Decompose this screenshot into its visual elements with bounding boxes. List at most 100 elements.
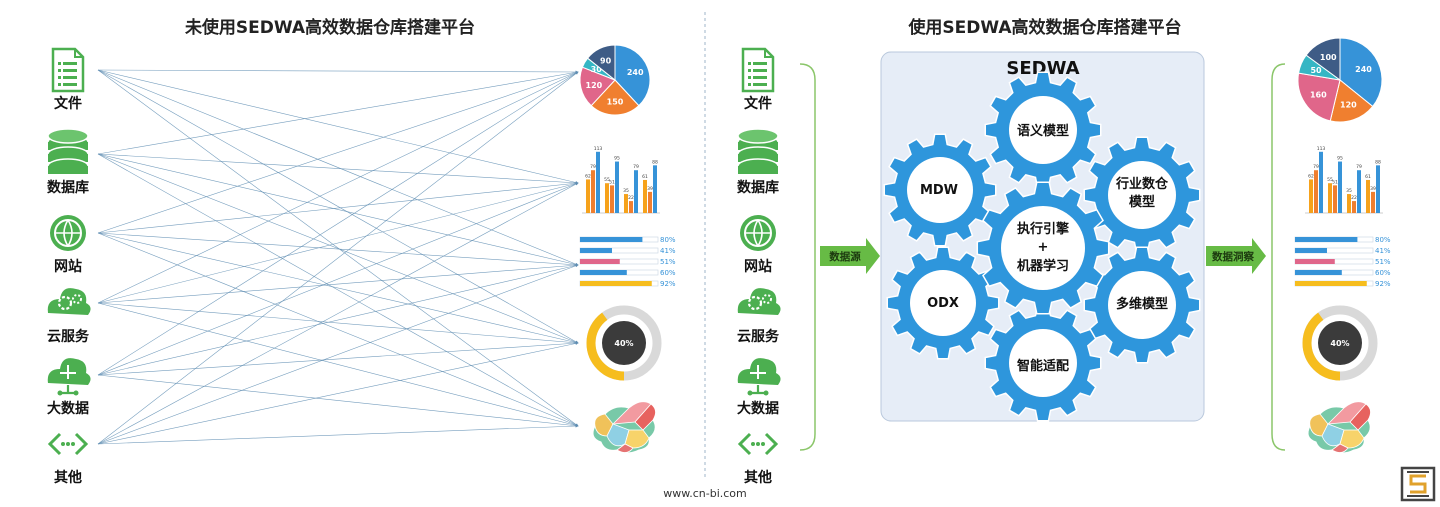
pie-slice-0 xyxy=(614,44,651,107)
bar-label-1-1: 51 xyxy=(1332,179,1338,185)
bar-1-1 xyxy=(610,185,614,213)
connection-line-2 xyxy=(97,69,579,266)
bar-1-1 xyxy=(1333,185,1337,213)
bar-0-2 xyxy=(596,151,600,213)
connection-line-25 xyxy=(97,71,579,445)
other-icon xyxy=(737,432,779,456)
right-source-label-4: 大数据 xyxy=(737,400,779,417)
progress-label-2: 51% xyxy=(660,258,676,266)
gear-industry-label-line2: 模型 xyxy=(1129,194,1155,210)
connection-line-13 xyxy=(97,232,579,344)
left-donut-chart: 40% xyxy=(586,305,662,381)
bar-3-0 xyxy=(643,179,647,213)
brand-logo xyxy=(1400,466,1436,502)
progress-label-2: 51% xyxy=(1375,258,1391,266)
right-source-label-3: 云服务 xyxy=(737,328,780,345)
right-source-label-5: 其他 xyxy=(744,469,772,486)
pie-slice-label-2: 120 xyxy=(585,81,602,90)
big-data-icon xyxy=(737,358,781,396)
bar-label-0-2: 113 xyxy=(594,146,603,152)
left-source-label-0: 文件 xyxy=(54,95,82,112)
progress-fill-1 xyxy=(1295,248,1327,253)
pie-slice-label-2: 160 xyxy=(1310,90,1327,99)
gear-multi xyxy=(1083,246,1201,364)
data-source-arrow: 数据源 xyxy=(820,238,880,274)
bar-label-2-1: 22 xyxy=(1351,195,1357,201)
bar-0-1 xyxy=(591,170,595,213)
left-source-label-3: 云服务 xyxy=(47,328,90,345)
connection-line-28 xyxy=(97,342,579,445)
gear-center-label-line3: 机器学习 xyxy=(1017,258,1069,274)
bar-label-2-2: 79 xyxy=(1356,164,1362,170)
bar-label-1-0: 55 xyxy=(604,177,610,183)
gear-multi-label: 多维模型 xyxy=(1116,296,1168,312)
donut-arc xyxy=(586,305,662,381)
connection-line-7 xyxy=(97,153,579,266)
bar-2-2 xyxy=(1357,170,1361,213)
connection-line-9 xyxy=(97,153,579,427)
map-region-5 xyxy=(616,443,634,453)
bar-label-2-0: 35 xyxy=(623,188,629,194)
pie-slice-1 xyxy=(1329,79,1374,123)
bar-label-2-2: 79 xyxy=(633,164,639,170)
connection-line-24 xyxy=(97,374,579,428)
gear-center-label-line2: + xyxy=(1038,240,1049,255)
big-data-icon xyxy=(47,358,91,396)
left-source-label-1: 数据库 xyxy=(47,179,89,196)
pie-slice-label-0: 240 xyxy=(627,68,644,77)
pie-slice-label-4: 100 xyxy=(1320,53,1337,62)
progress-fill-0 xyxy=(580,237,643,242)
bar-0-2 xyxy=(1319,151,1323,213)
bar-0-1 xyxy=(1314,170,1318,213)
bar-3-1 xyxy=(1371,191,1375,213)
right-donut-chart: 40% xyxy=(1302,305,1378,381)
connection-line-10 xyxy=(97,71,579,234)
progress-label-0: 80% xyxy=(1375,236,1391,244)
bar-label-0-0: 62 xyxy=(1308,173,1314,179)
pie-slice-label-1: 150 xyxy=(607,98,624,107)
pie-slice-2 xyxy=(1297,72,1341,122)
map-region-2 xyxy=(1349,403,1371,431)
connection-line-20 xyxy=(97,71,579,376)
connection-line-18 xyxy=(97,302,579,345)
left-donut-label: 40% xyxy=(614,339,633,348)
progress-fill-4 xyxy=(580,281,652,286)
connection-line-4 xyxy=(97,69,579,427)
connection-line-23 xyxy=(97,341,579,376)
bar-3-1 xyxy=(648,191,652,213)
gear-odx-label: ODX xyxy=(927,296,959,311)
source-bracket xyxy=(799,63,816,451)
connection-line-11 xyxy=(97,181,579,234)
data-insight-arrow: 数据洞察 xyxy=(1206,238,1266,274)
bar-label-3-0: 61 xyxy=(1365,174,1371,180)
bar-3-2 xyxy=(653,165,657,213)
left-progress-list: 80%41%51%60%92% xyxy=(579,236,676,288)
connection-line-6 xyxy=(97,153,579,185)
bar-2-1 xyxy=(1352,201,1356,213)
bar-label-0-1: 79 xyxy=(590,164,596,170)
bar-label-0-0: 62 xyxy=(585,173,591,179)
connection-line-8 xyxy=(97,153,579,344)
bar-label-3-1: 39 xyxy=(1370,186,1376,192)
pie-slice-4 xyxy=(1305,37,1341,81)
right-source-label-2: 网站 xyxy=(744,258,772,275)
document-icon xyxy=(51,47,85,93)
website-icon xyxy=(50,215,86,251)
right-progress-list: 80%41%51%60%92% xyxy=(1294,236,1391,288)
gear-center xyxy=(976,181,1110,315)
connection-line-22 xyxy=(97,264,579,376)
right-panel-title: 使用SEDWA高效数据仓库搭建平台 xyxy=(907,17,1181,38)
database-icon xyxy=(737,128,779,174)
left-source-label-4: 大数据 xyxy=(47,400,89,417)
map-region-5 xyxy=(1331,443,1349,453)
gear-center-label-line1: 执行引擎 xyxy=(1017,221,1069,237)
cloud-service-icon xyxy=(47,288,91,315)
map-region-2 xyxy=(634,403,656,431)
bar-3-0 xyxy=(1366,179,1370,213)
gear-industry xyxy=(1083,136,1201,254)
bar-label-0-1: 79 xyxy=(1313,164,1319,170)
bar-label-2-0: 35 xyxy=(1346,188,1352,194)
donut-arc xyxy=(1302,305,1378,381)
right-china-map xyxy=(1307,401,1372,454)
